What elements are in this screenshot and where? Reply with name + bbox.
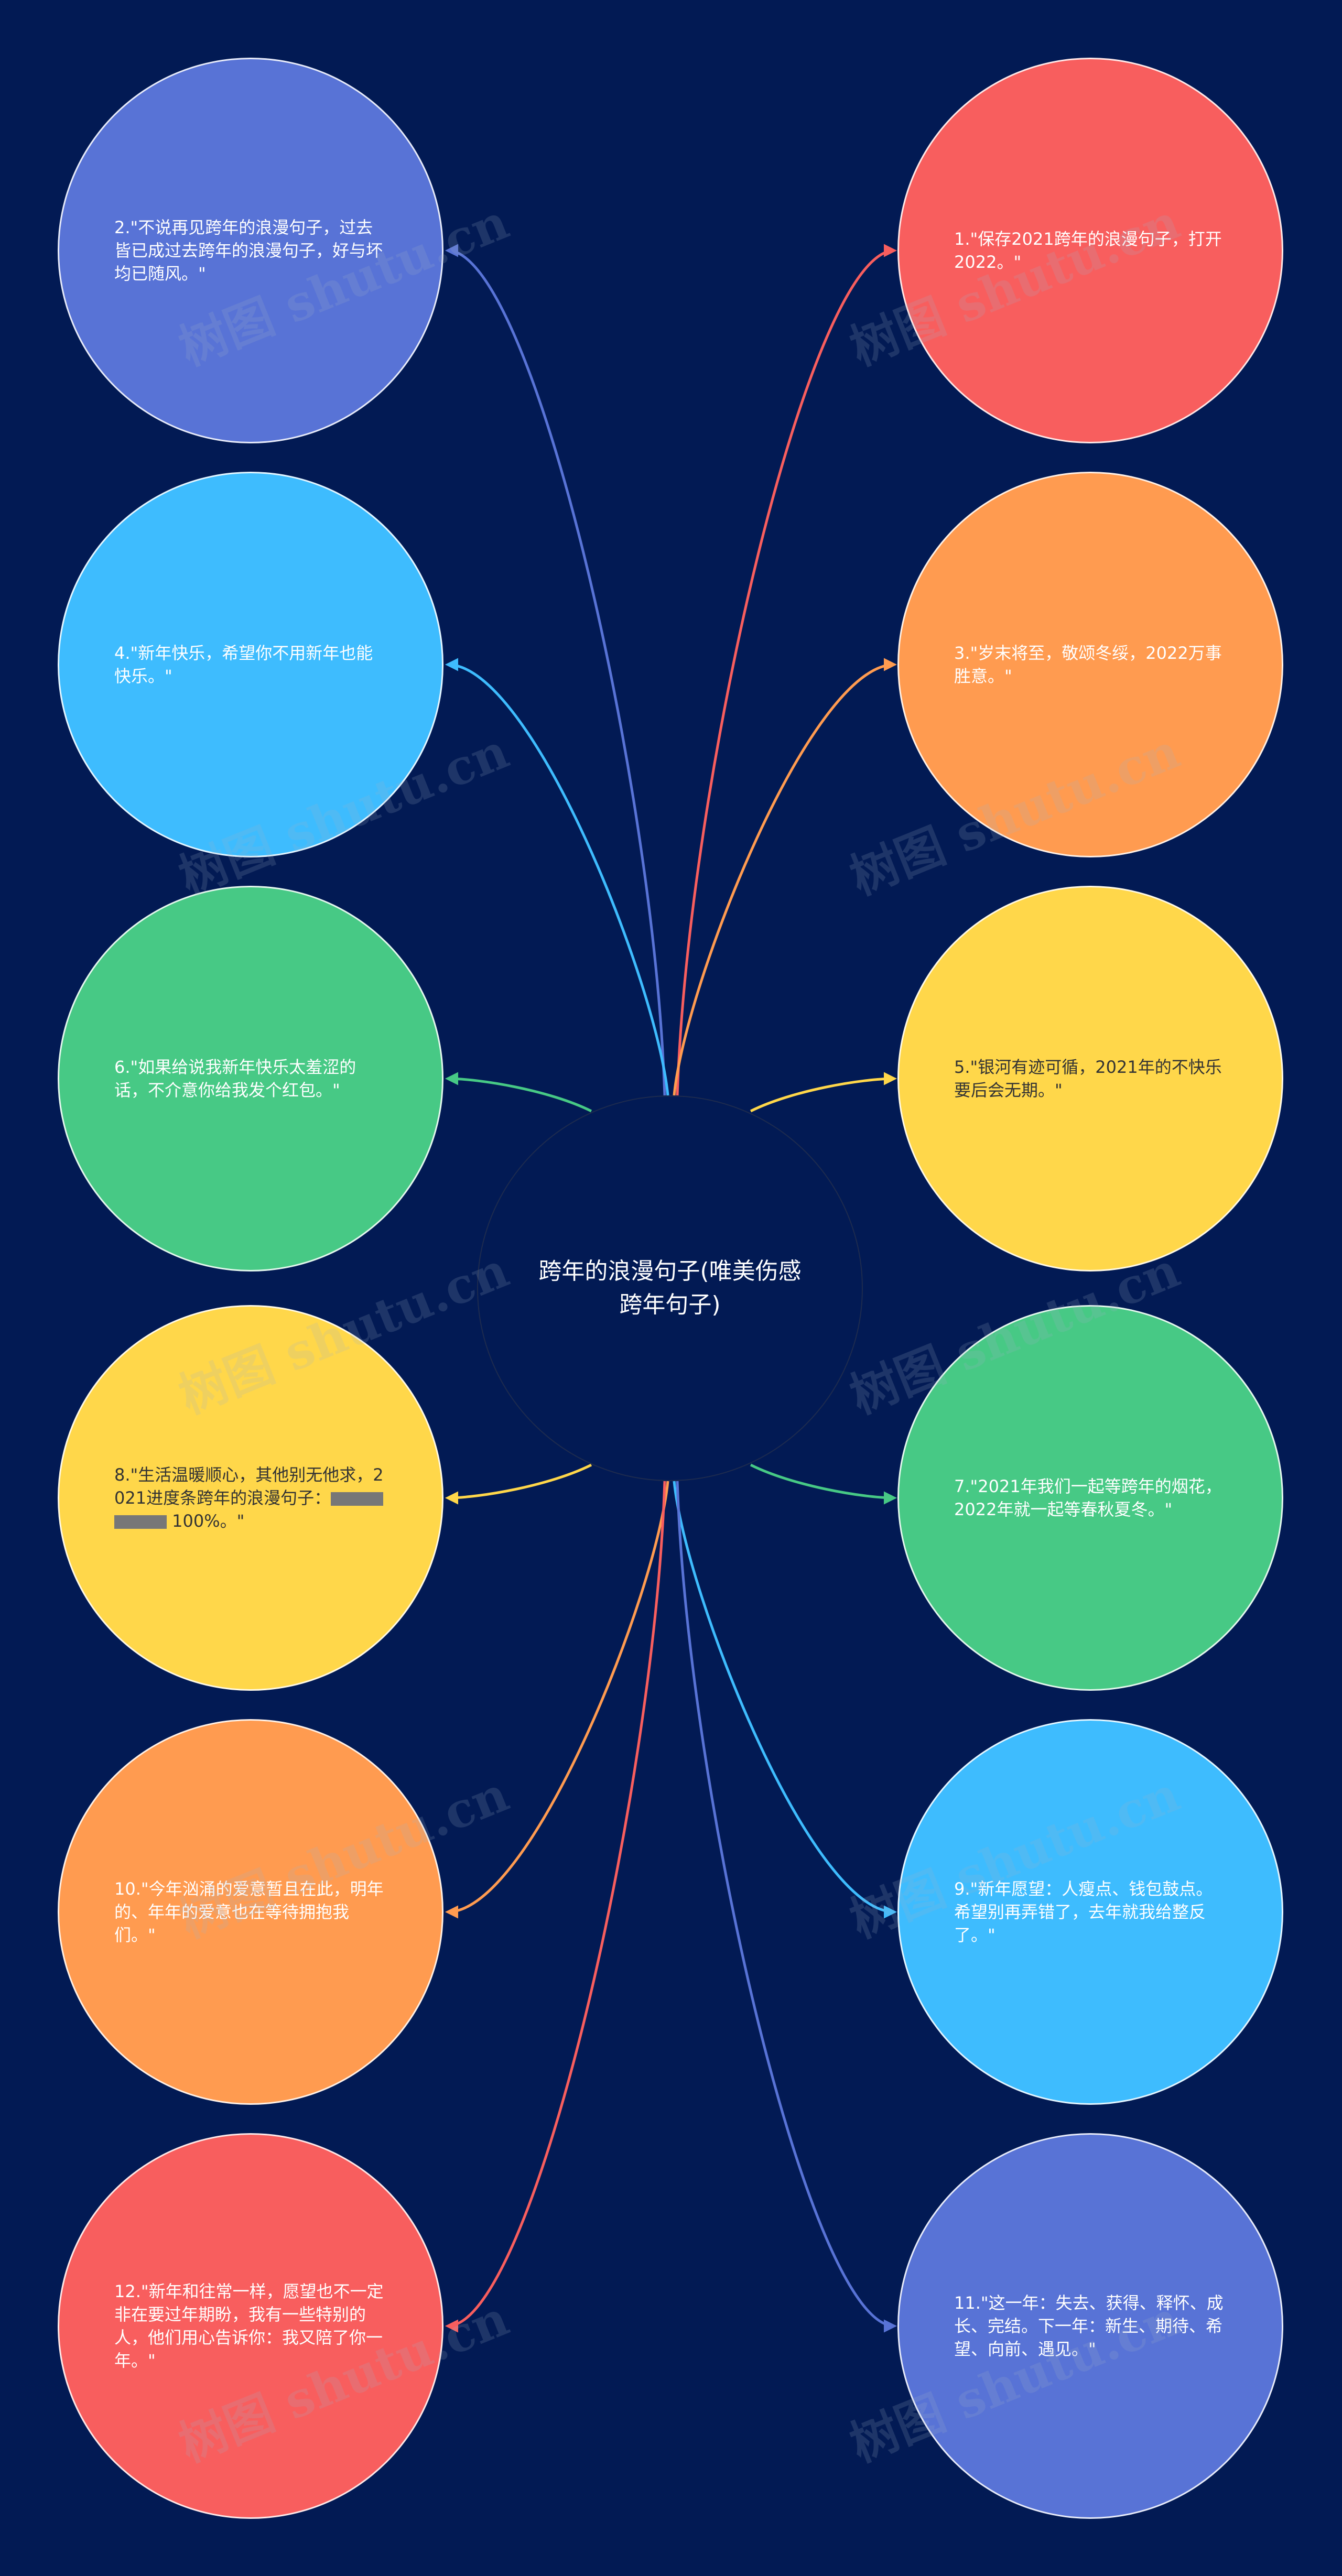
node-5-text: 5."银河有迹可循，2021年的不快乐要后会无期。" [954, 1057, 1222, 1100]
node-9: 9."新年愿望：人瘦点、钱包鼓点。希望别再弄错了，去年就我给整反了。" [897, 1719, 1283, 2105]
node-12-text: 12."新年和往常一样，愿望也不一定非在要过年期盼，我有一些特别的人，他们用心告… [114, 2281, 384, 2371]
node-7-text: 7."2021年我们一起等跨年的烟花，2022年就一起等春秋夏冬。" [954, 1476, 1222, 1519]
node-3-text: 3."岁末将至，敬颂冬绥，2022万事胜意。" [954, 643, 1222, 686]
center-topic: 跨年的浪漫句子(唯美伤感跨年句子) [477, 1095, 863, 1481]
connector-line-11 [676, 1481, 897, 2333]
node-8-text-after: 100%。" [167, 1511, 245, 1531]
node-3: 3."岁末将至，敬颂冬绥，2022万事胜意。" [897, 472, 1283, 857]
connector-line-4 [445, 658, 669, 1096]
node-1-text: 1."保存2021跨年的浪漫句子，打开2022。" [954, 229, 1222, 272]
redacted-block-2 [114, 1515, 167, 1529]
node-11-text: 11."这一年：失去、获得、释怀、成长、完结。下一年：新生、期待、希望、向前、遇… [954, 2293, 1224, 2359]
center-title: 跨年的浪漫句子(唯美伤感跨年句子) [538, 1258, 802, 1318]
connector-line-2 [445, 244, 666, 1096]
node-11: 11."这一年：失去、获得、释怀、成长、完结。下一年：新生、期待、希望、向前、遇… [897, 2133, 1283, 2519]
node-6-text: 6."如果给说我新年快乐太羞涩的话，不介意你给我发个红包。" [114, 1057, 356, 1100]
connector-line-5 [750, 1072, 897, 1113]
node-8: 8."生活温暖顺心，其他别无他求，2021进度条跨年的浪漫句子： 100%。" [58, 1305, 443, 1691]
node-5: 5."银河有迹可循，2021年的不快乐要后会无期。" [897, 886, 1283, 1271]
node-2: 2."不说再见跨年的浪漫句子，过去皆已成过去跨年的浪漫句子，好与坏均已随风。" [58, 58, 443, 443]
connector-line-9 [673, 1481, 897, 1919]
connector-line-6 [445, 1072, 592, 1113]
node-6: 6."如果给说我新年快乐太羞涩的话，不介意你给我发个红包。" [58, 886, 443, 1271]
connector-line-10 [445, 1481, 669, 1919]
node-8-text-before: 8."生活温暖顺心，其他别无他求，2021进度条跨年的浪漫句子： [114, 1465, 384, 1508]
node-10: 10."今年汹涌的爱意暂且在此，明年的、年年的爱意也在等待拥抱我们。" [58, 1719, 443, 2105]
node-7: 7."2021年我们一起等跨年的烟花，2022年就一起等春秋夏冬。" [897, 1305, 1283, 1691]
node-9-text: 9."新年愿望：人瘦点、钱包鼓点。希望别再弄错了，去年就我给整反了。" [954, 1879, 1213, 1945]
node-2-text: 2."不说再见跨年的浪漫句子，过去皆已成过去跨年的浪漫句子，好与坏均已随风。" [114, 218, 383, 284]
node-4-text: 4."新年快乐，希望你不用新年也能快乐。" [114, 643, 373, 686]
node-10-text: 10."今年汹涌的爱意暂且在此，明年的、年年的爱意也在等待拥抱我们。" [114, 1879, 384, 1945]
connector-line-12 [445, 1481, 666, 2333]
node-8-text: 8."生活温暖顺心，其他别无他求，2021进度条跨年的浪漫句子： 100%。" [114, 1463, 387, 1532]
redacted-block [331, 1492, 384, 1506]
node-1: 1."保存2021跨年的浪漫句子，打开2022。" [897, 58, 1283, 443]
connector-line-8 [445, 1463, 592, 1505]
node-4: 4."新年快乐，希望你不用新年也能快乐。" [58, 472, 443, 857]
connector-line-1 [676, 244, 897, 1096]
connector-line-3 [673, 658, 897, 1096]
node-12: 12."新年和往常一样，愿望也不一定非在要过年期盼，我有一些特别的人，他们用心告… [58, 2133, 443, 2519]
connector-line-7 [750, 1463, 897, 1505]
